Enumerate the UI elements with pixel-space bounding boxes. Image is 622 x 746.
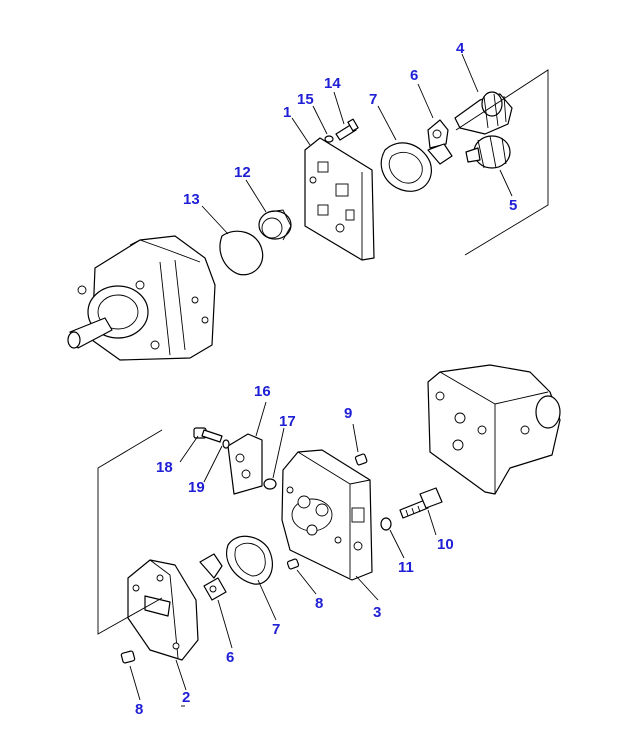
o-ring-13 bbox=[219, 230, 264, 276]
callout-5: 5 bbox=[509, 197, 517, 214]
gasket-7-lower bbox=[226, 535, 273, 585]
callout-6-lower: 6 bbox=[226, 649, 234, 666]
callout-1: 1 bbox=[283, 104, 291, 121]
plate-1 bbox=[304, 137, 375, 261]
callout-11: 11 bbox=[398, 559, 414, 576]
callout-3: 3 bbox=[373, 604, 381, 621]
pin-8-bottom bbox=[120, 650, 136, 664]
callout-4: 4 bbox=[456, 40, 465, 57]
pump-body-lower bbox=[427, 364, 561, 495]
callout-8-middle: 8 bbox=[315, 595, 323, 612]
gasket-7-upper bbox=[380, 142, 432, 192]
leader-lines bbox=[129, 53, 513, 707]
callout-labels: 1 14 15 7 6 4 5 12 13 16 17 9 18 19 10 1… bbox=[135, 40, 517, 718]
callout-14: 14 bbox=[324, 75, 341, 92]
seal-6-upper bbox=[427, 119, 453, 165]
callout-13: 13 bbox=[183, 191, 200, 208]
callout-12: 12 bbox=[234, 164, 251, 181]
o-ring-17 bbox=[263, 478, 277, 490]
washer-19 bbox=[222, 439, 230, 449]
callout-15: 15 bbox=[297, 91, 314, 108]
plate-16 bbox=[227, 433, 263, 495]
callout-9: 9 bbox=[344, 405, 352, 422]
callout-17: 17 bbox=[279, 413, 296, 430]
washer-15 bbox=[324, 135, 334, 143]
seal-6-lower bbox=[199, 553, 227, 601]
callout-16: 16 bbox=[254, 383, 271, 400]
bolt-10 bbox=[399, 487, 443, 519]
bracket-lower bbox=[97, 429, 163, 635]
callout-18: 18 bbox=[156, 459, 173, 476]
callout-2: 2 bbox=[182, 689, 190, 706]
callout-7-lower: 7 bbox=[272, 621, 280, 638]
drive-gear-4 bbox=[454, 91, 513, 135]
washer-11 bbox=[380, 517, 392, 531]
bracket-upper bbox=[455, 69, 549, 256]
cover-2 bbox=[127, 559, 199, 661]
pin-9 bbox=[354, 453, 368, 466]
callout-8-bottom: 8 bbox=[135, 701, 143, 718]
driven-gear-5 bbox=[465, 135, 511, 169]
callout-6-upper: 6 bbox=[410, 67, 418, 84]
bolt-18 bbox=[193, 427, 223, 443]
pump-body-upper bbox=[67, 235, 216, 361]
callout-10: 10 bbox=[437, 536, 454, 553]
bolt-14 bbox=[335, 118, 359, 141]
pin-8-middle bbox=[286, 558, 300, 570]
bushing-12 bbox=[258, 209, 292, 241]
callout-19: 19 bbox=[188, 479, 205, 496]
pump-cover-3 bbox=[281, 449, 373, 581]
callout-7-upper: 7 bbox=[369, 91, 377, 108]
